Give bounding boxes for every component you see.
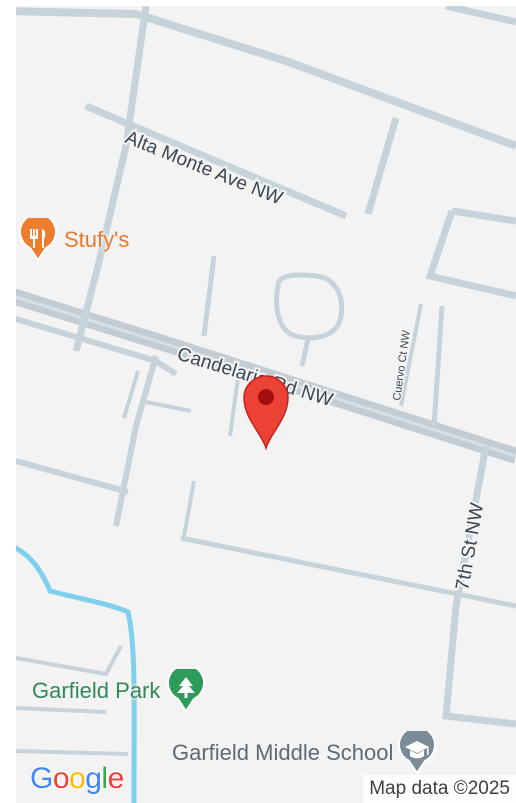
seventh-street-road — [442, 445, 516, 728]
location-pin-icon[interactable] — [240, 370, 292, 451]
logo-letter: G — [30, 762, 53, 795]
logo-letter: g — [85, 762, 102, 795]
logo-letter: o — [52, 762, 70, 795]
poi-restaurant[interactable]: Stufy's — [18, 212, 130, 262]
poi-school[interactable]: Garfield Middle School — [172, 725, 437, 775]
google-logo: Google — [30, 762, 124, 796]
right-loop-road — [425, 207, 516, 300]
poi-restaurant-name: Stufy's — [64, 227, 130, 252]
center-loop-road — [274, 272, 345, 341]
water-channel — [16, 545, 137, 803]
poi-park-name: Garfield Park — [32, 678, 161, 703]
top-road — [16, 7, 516, 150]
map-canvas[interactable]: Alta Monte Ave NW Candelaria Rd NW Cuerv… — [16, 6, 516, 803]
tree-icon — [166, 663, 206, 713]
poi-school-name: Garfield Middle School — [172, 740, 394, 765]
logo-letter: l — [101, 762, 108, 795]
street-label-seventh: 7th St NW — [452, 501, 488, 592]
restaurant-icon — [18, 212, 58, 262]
graduation-cap-icon — [397, 725, 437, 775]
street-label-alta-monte: Alta Monte Ave NW — [122, 127, 285, 209]
poi-park[interactable]: Garfield Park — [32, 663, 206, 713]
logo-letter: o — [69, 762, 86, 795]
map-attribution[interactable]: Map data ©2025 — [363, 775, 516, 803]
cuervo-road — [399, 303, 423, 407]
logo-letter: e — [107, 762, 125, 795]
left-vertical-road — [72, 6, 150, 352]
